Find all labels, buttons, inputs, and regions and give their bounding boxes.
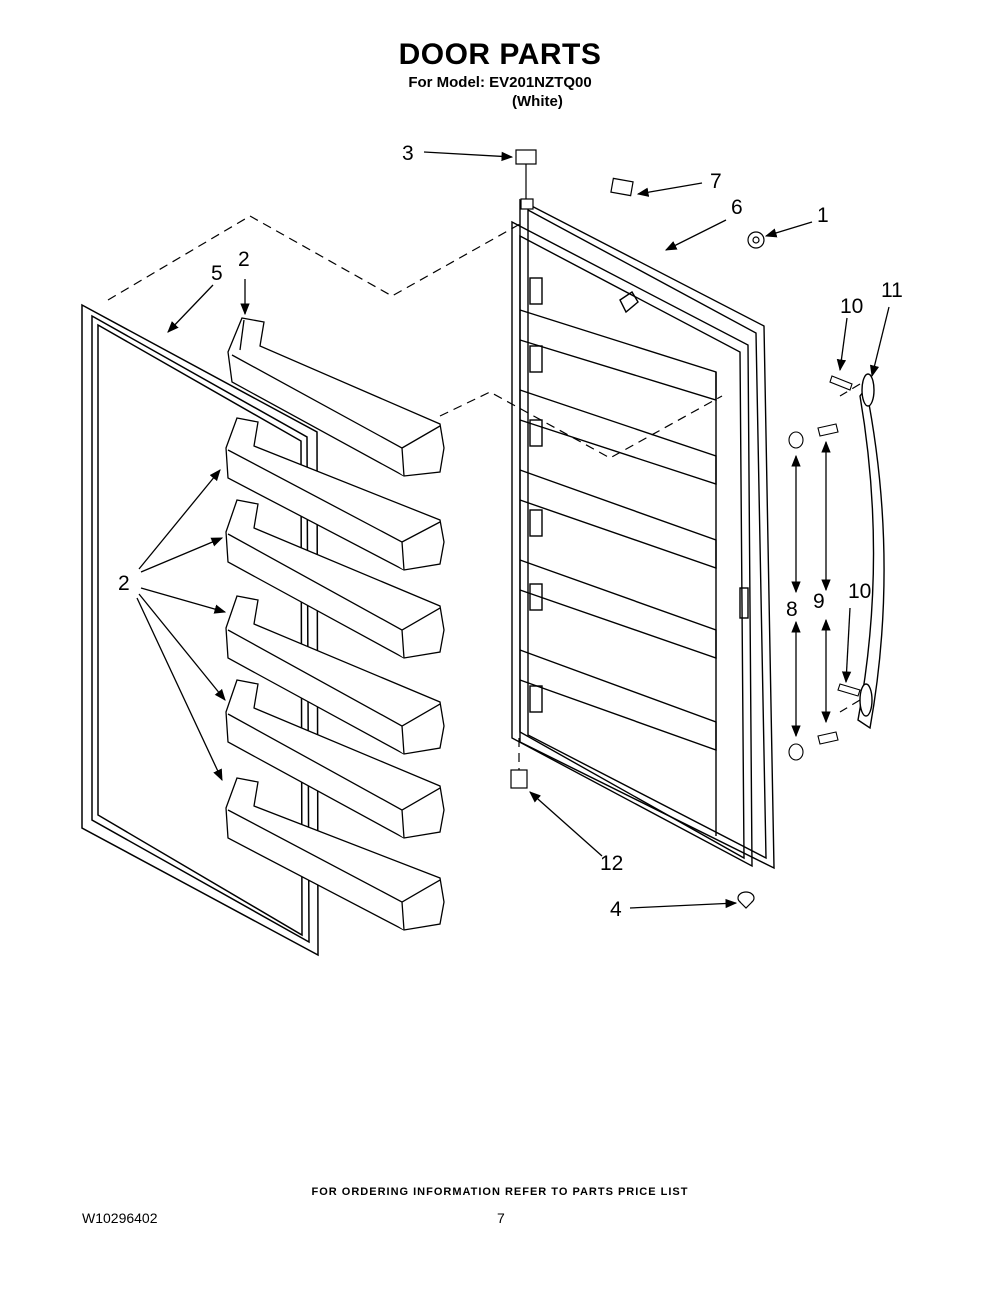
page-number: 7 bbox=[497, 1210, 505, 1226]
door-gasket bbox=[81, 303, 319, 957]
top-hinge bbox=[515, 149, 537, 210]
callout-11: 11 bbox=[881, 279, 903, 302]
callout-7: 7 bbox=[710, 170, 722, 193]
callout-2-left: 2 bbox=[118, 572, 130, 595]
door-bin bbox=[225, 679, 445, 839]
callout-10-lower: 10 bbox=[848, 580, 871, 603]
callout-4: 4 bbox=[610, 898, 622, 921]
door-handle bbox=[857, 373, 885, 730]
leader-arrows bbox=[136, 151, 890, 909]
model-variant: (White) bbox=[512, 93, 563, 110]
callout-6: 6 bbox=[731, 196, 743, 219]
callout-9: 9 bbox=[813, 590, 825, 613]
document-number: W10296402 bbox=[82, 1210, 158, 1226]
alignment-lines bbox=[107, 215, 861, 772]
callout-2-top: 2 bbox=[238, 248, 250, 271]
top-hinge-bushing bbox=[747, 231, 765, 249]
bottom-hinge-bushing bbox=[737, 891, 755, 909]
door-label bbox=[610, 177, 634, 197]
callout-1: 1 bbox=[817, 204, 829, 227]
callout-8: 8 bbox=[786, 598, 798, 621]
door-bin bbox=[225, 499, 445, 659]
door-bin bbox=[225, 595, 445, 755]
double-arrows bbox=[791, 440, 831, 738]
fasteners bbox=[788, 375, 861, 761]
callout-3: 3 bbox=[402, 142, 414, 165]
ordering-note: FOR ORDERING INFORMATION REFER TO PARTS … bbox=[311, 1186, 689, 1198]
callout-5: 5 bbox=[211, 262, 223, 285]
door-assembly bbox=[511, 198, 775, 870]
callout-12: 12 bbox=[600, 852, 623, 875]
door-bins bbox=[225, 317, 445, 931]
model-line: For Model: EV201NZTQ00 bbox=[408, 74, 592, 91]
callout-10-upper: 10 bbox=[840, 295, 863, 318]
door-bin bbox=[225, 777, 445, 931]
door-bin bbox=[225, 417, 445, 571]
bottom-hinge bbox=[510, 769, 528, 789]
door-bin bbox=[227, 317, 445, 477]
page-title: DOOR PARTS bbox=[398, 38, 602, 71]
